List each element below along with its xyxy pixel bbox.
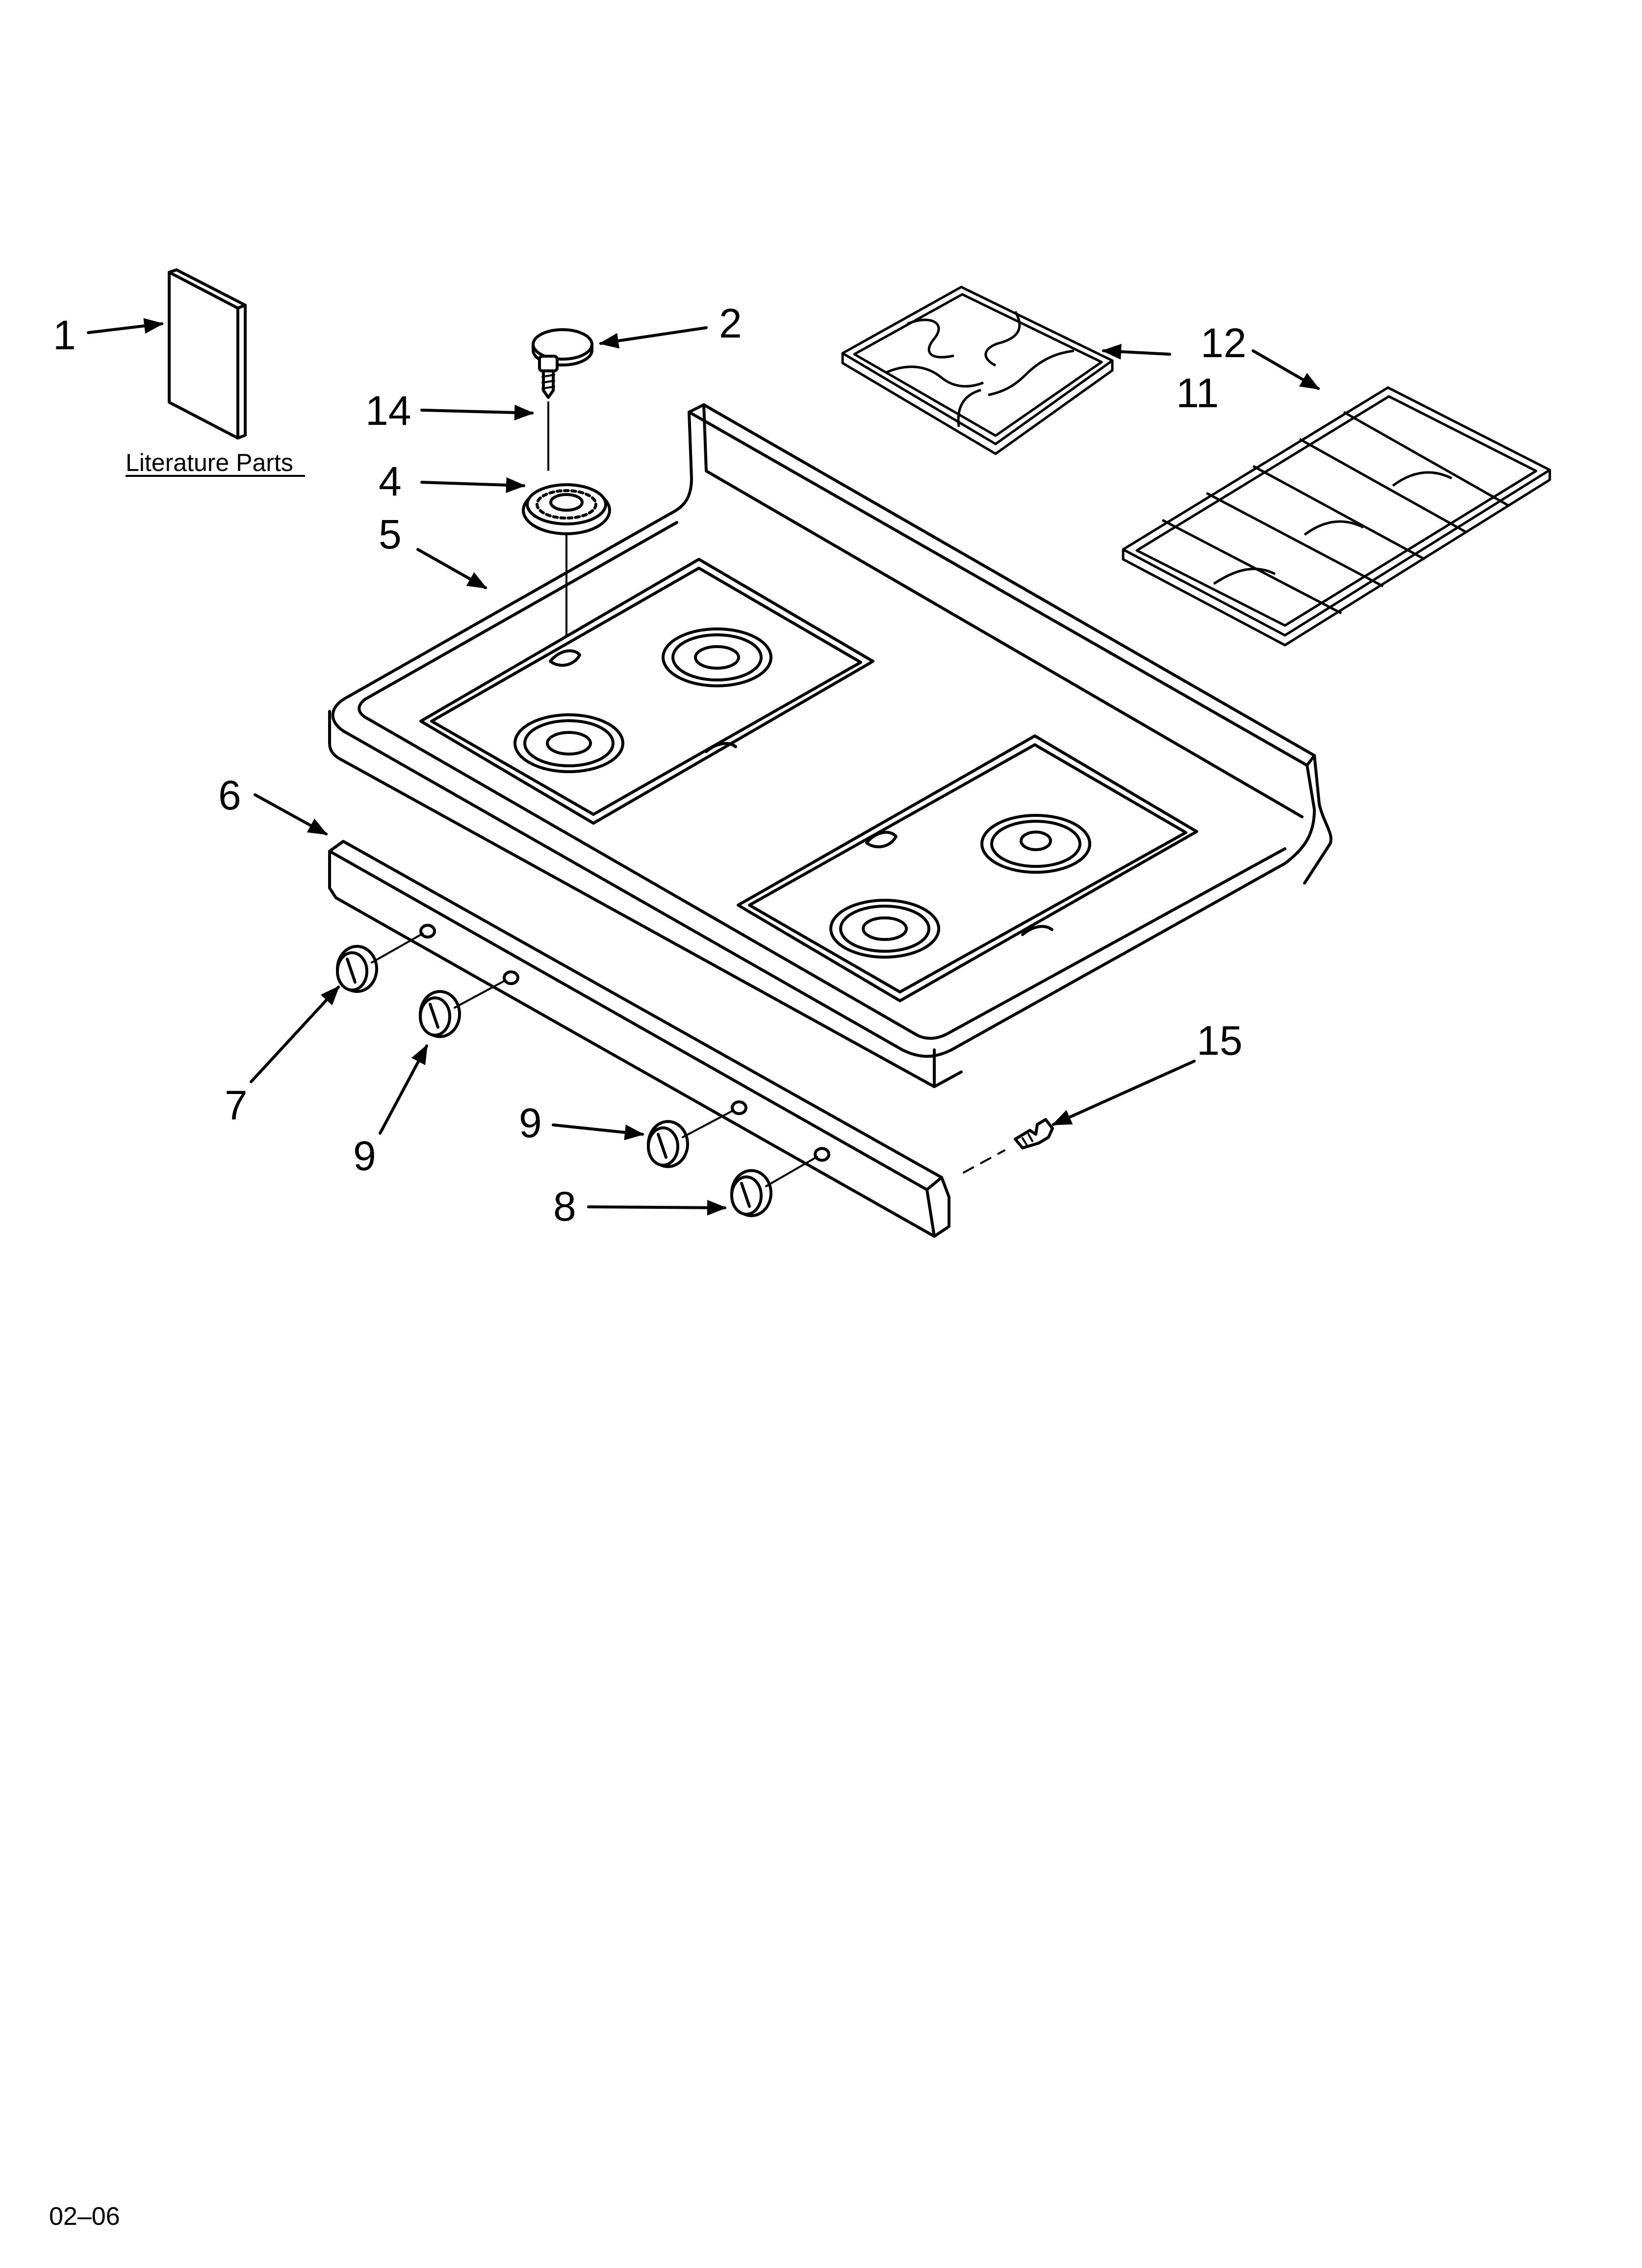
control-panel xyxy=(328,840,950,1238)
leader-line-8 xyxy=(587,1199,727,1216)
burner-cap xyxy=(532,328,593,366)
burner-grate-square xyxy=(841,286,1114,455)
burner-grate-double xyxy=(1122,386,1551,647)
knob-9-left xyxy=(419,979,507,1038)
knob-8 xyxy=(730,1156,818,1217)
callout-9-right: 9 xyxy=(519,1100,542,1146)
footer-code: 02–06 xyxy=(49,2202,120,2231)
leader-line-14 xyxy=(420,405,534,421)
leader-line-12 xyxy=(1252,349,1320,390)
screw-14 xyxy=(538,355,559,399)
leader-line-4 xyxy=(420,477,526,493)
leader-line-15 xyxy=(1052,1060,1196,1126)
leader-line-2 xyxy=(599,326,708,349)
leader-line-11 xyxy=(1102,343,1171,360)
literature-booklet xyxy=(168,268,247,440)
leader-line-6 xyxy=(254,793,328,835)
cooktop-main-top xyxy=(328,403,1333,1088)
callout-7: 7 xyxy=(225,1082,248,1128)
leader-line-7 xyxy=(250,986,340,1083)
callout-9-left: 9 xyxy=(353,1133,376,1179)
callout-4: 4 xyxy=(379,458,402,504)
leader-line-1 xyxy=(87,318,164,334)
callout-6: 6 xyxy=(218,772,241,818)
leader-line-9-right xyxy=(552,1123,644,1141)
callout-15: 15 xyxy=(1197,1017,1242,1064)
callout-2: 2 xyxy=(719,300,742,346)
screw-15 xyxy=(963,1118,1054,1173)
literature-caption: Literature Parts xyxy=(126,449,293,476)
callout-11: 11 xyxy=(1176,370,1219,416)
burner-base xyxy=(522,483,611,535)
knob-7 xyxy=(336,933,424,993)
leader-line-9-left xyxy=(379,1044,428,1135)
callout-1: 1 xyxy=(53,312,76,358)
callout-8: 8 xyxy=(553,1183,576,1229)
knob-9-right xyxy=(647,1109,735,1168)
callout-14: 14 xyxy=(365,388,411,434)
leader-line-5 xyxy=(416,548,487,589)
callout-12: 12 xyxy=(1201,320,1246,366)
callout-5: 5 xyxy=(379,511,402,557)
